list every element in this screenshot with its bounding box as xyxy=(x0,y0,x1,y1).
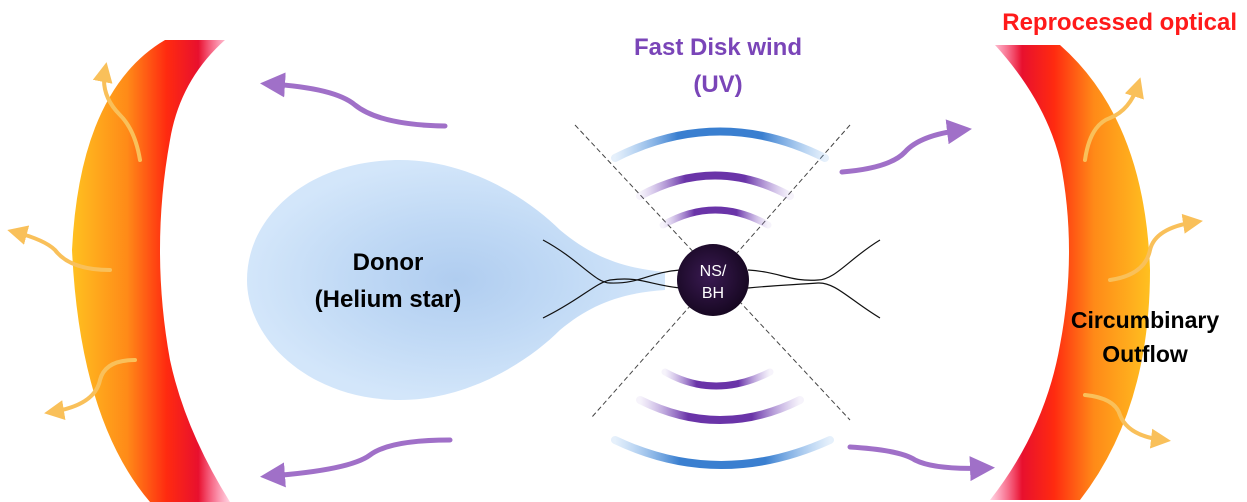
optical-arrow-icon xyxy=(1083,393,1171,449)
wind-arrow-icon xyxy=(260,72,448,129)
compact-object-sublabel: BH xyxy=(702,285,724,302)
wind-sublabel: (UV) xyxy=(693,71,742,98)
wind-label: Fast Disk wind xyxy=(634,34,802,61)
wind-waves-top xyxy=(611,127,829,229)
accretion-disk-lines xyxy=(542,239,881,319)
wind-waves-bottom xyxy=(611,368,834,469)
optical-arrows-left xyxy=(7,62,142,420)
donor-star xyxy=(247,160,665,400)
optical-arrow-icon xyxy=(7,225,112,272)
wind-arrow-icon xyxy=(847,444,995,482)
optical-arrow-icon xyxy=(92,62,142,162)
wind-arrows xyxy=(260,72,995,488)
wind-arrow-icon xyxy=(260,437,453,488)
left-outflow-shell xyxy=(72,40,230,502)
optical-arrows-right xyxy=(1083,77,1203,449)
donor-sublabel: (Helium star) xyxy=(315,286,462,313)
compact-object xyxy=(677,244,749,316)
outflow-sublabel: Outflow xyxy=(1102,341,1188,367)
reprocessed-optical-label: Reprocessed optical xyxy=(1002,9,1237,36)
outflow-label: Circumbinary xyxy=(1071,307,1219,333)
compact-object-label: NS/ xyxy=(700,263,727,280)
optical-arrow-icon xyxy=(1083,77,1144,162)
optical-arrow-icon xyxy=(1108,213,1203,282)
wind-arrow-icon xyxy=(839,119,972,175)
right-outflow-shell xyxy=(990,45,1150,500)
donor-label: Donor xyxy=(353,249,424,276)
optical-arrow-icon xyxy=(44,358,137,420)
